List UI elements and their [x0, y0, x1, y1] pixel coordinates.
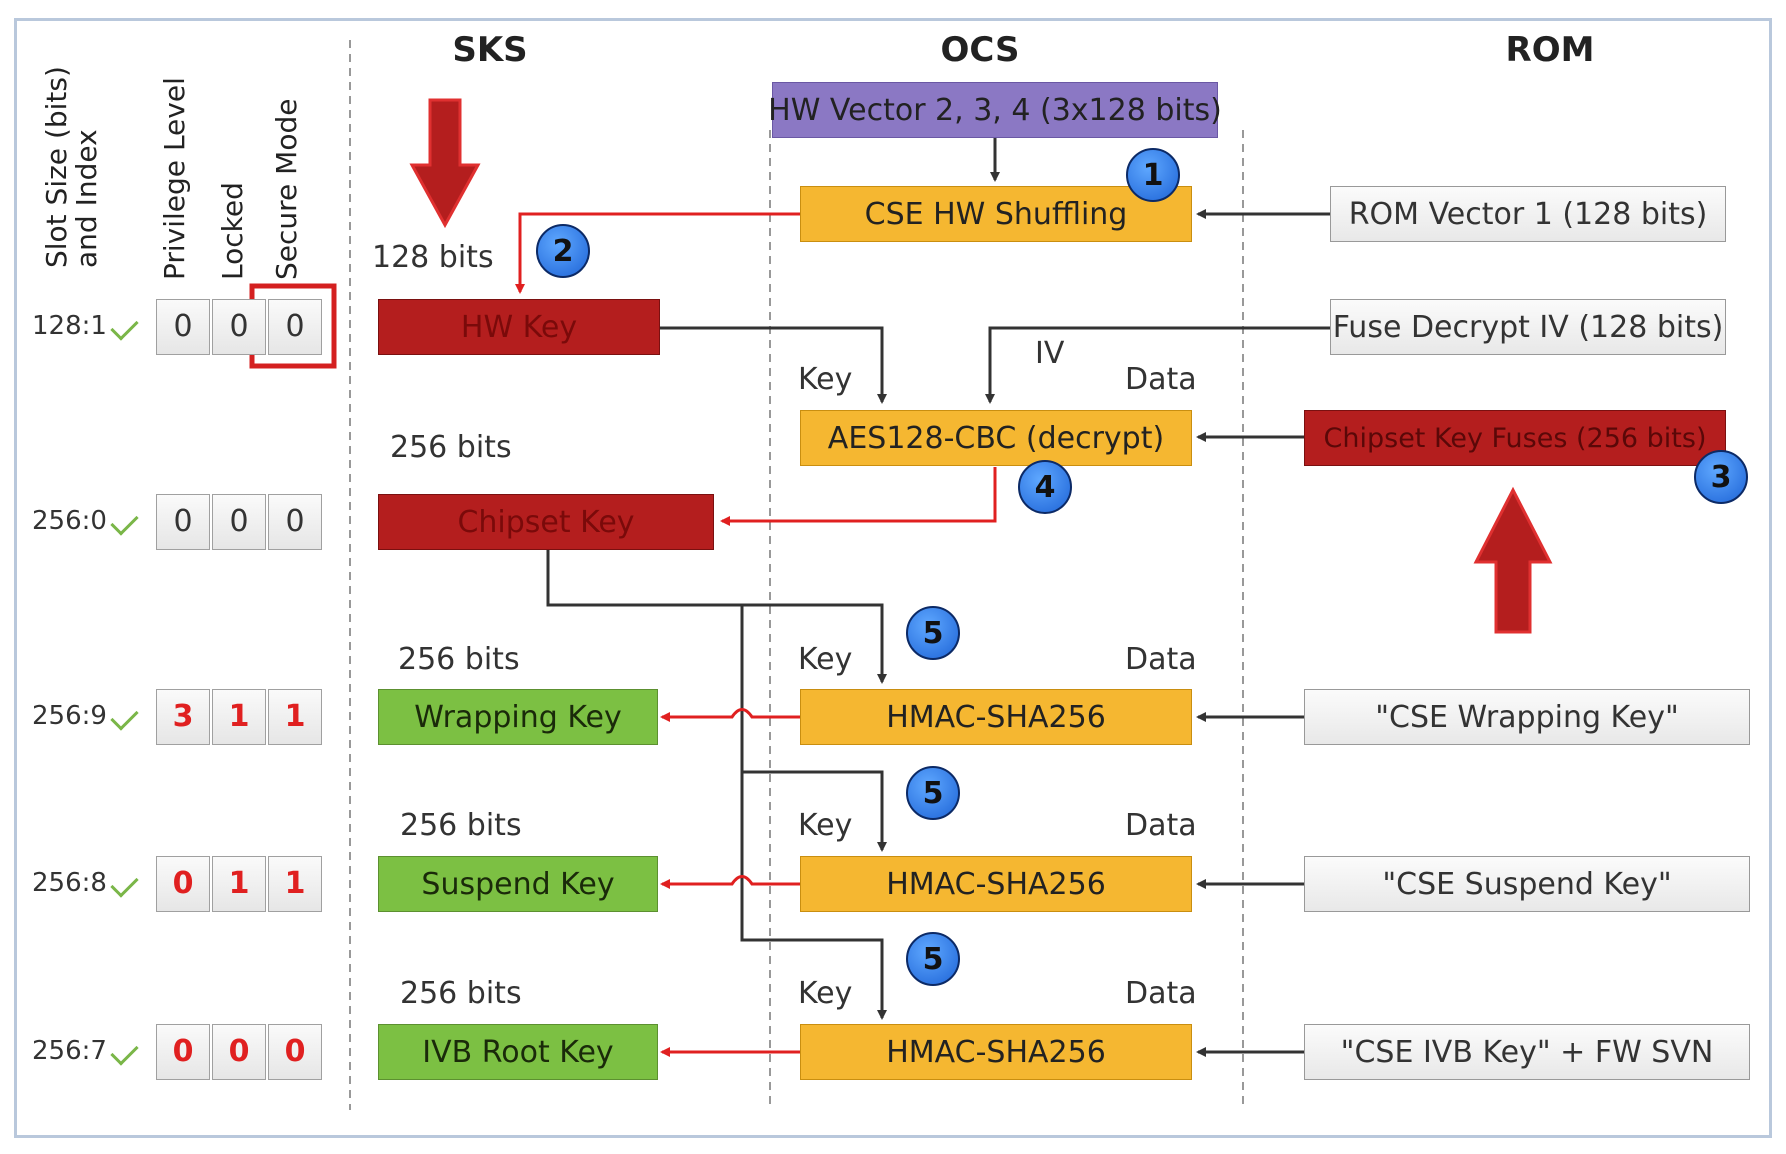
wrapping-key-box: Wrapping Key [378, 689, 658, 745]
secure-mode-cell: 1 [268, 856, 322, 912]
step-badge-4: 4 [1018, 460, 1072, 514]
cse-hw-shuffling-box: CSE HW Shuffling [800, 186, 1192, 242]
header-rom: ROM [1505, 30, 1595, 70]
hmac3-key-label: Key [798, 976, 853, 1011]
locked-cell: 1 [212, 689, 266, 745]
rom-ivb-string-box: "CSE IVB Key" + FW SVN [1304, 1024, 1750, 1080]
step-badge-2: 2 [536, 224, 590, 278]
arrow-hmac-suspend [660, 875, 800, 889]
step-badge-3: 3 [1694, 450, 1748, 504]
hmac-sha256-box-2: HMAC-SHA256 [800, 856, 1192, 912]
secure-mode-cell: 0 [268, 494, 322, 550]
privilege-level-cell: 3 [156, 689, 210, 745]
arrow-chipset-hmac1 [546, 550, 887, 684]
step-badge-5b: 5 [906, 766, 960, 820]
rom-vector-1-box: ROM Vector 1 (128 bits) [1330, 186, 1726, 242]
secure-mode-cell: 0 [268, 1024, 322, 1080]
hmac-sha256-box-1: HMAC-SHA256 [800, 689, 1192, 745]
arrow-chipset-hmac3 [740, 772, 887, 1020]
header-sks: SKS [452, 30, 528, 70]
step-badge-1: 1 [1126, 148, 1180, 202]
step-badge-5a: 5 [906, 606, 960, 660]
chipset-key-fuses-box: Chipset Key Fuses (256 bits) [1304, 410, 1726, 466]
ivb-root-key-size-label: 256 bits [400, 976, 522, 1011]
arrow-shuffling-hwkey [515, 212, 800, 294]
slot-index-label: 256:9 [32, 701, 107, 731]
arrow-aes-chipsetkey [720, 467, 997, 526]
hw-key-size-label: 128 bits [372, 240, 494, 275]
hmac2-data-label: Data [1125, 808, 1197, 843]
header-locked: Locked [216, 182, 249, 280]
hmac2-key-label: Key [798, 808, 853, 843]
hw-vector-box: HW Vector 2, 3, 4 (3x128 bits) [768, 82, 1222, 138]
locked-cell: 0 [212, 1024, 266, 1080]
header-ocs: OCS [940, 30, 1020, 70]
locked-cell: 1 [212, 856, 266, 912]
aes-key-label: Key [798, 362, 853, 397]
suspend-key-size-label: 256 bits [400, 808, 522, 843]
aes-iv-label: IV [1035, 336, 1065, 371]
hmac1-data-label: Data [1125, 642, 1197, 677]
header-secure-mode: Secure Mode [270, 98, 303, 280]
big-down-arrow-icon [409, 98, 481, 229]
suspend-key-box: Suspend Key [378, 856, 658, 912]
hmac1-key-label: Key [798, 642, 853, 677]
privilege-level-cell: 0 [156, 856, 210, 912]
hw-key-box: HW Key [378, 299, 660, 355]
header-slot-size: Slot Size (bits) and Index [40, 66, 103, 268]
chipset-key-box: Chipset Key [378, 494, 714, 550]
arrow-hmac-wrapping [660, 708, 800, 722]
privilege-level-cell: 0 [156, 1024, 210, 1080]
step-badge-5c: 5 [906, 932, 960, 986]
arrow-fuseiv-aes [985, 326, 1330, 404]
locked-cell: 0 [212, 494, 266, 550]
rom-wrapping-string-box: "CSE Wrapping Key" [1304, 689, 1750, 745]
big-up-arrow-icon [1473, 486, 1553, 634]
arrow-hwkey-aes [660, 326, 887, 404]
header-privilege-level: Privilege Level [158, 77, 191, 280]
hmac3-data-label: Data [1125, 976, 1197, 1011]
secure-mode-cell: 0 [268, 299, 322, 355]
slot-index-label: 256:0 [32, 506, 107, 536]
chipset-key-size-label: 256 bits [390, 430, 512, 465]
slot-index-label: 128:1 [32, 311, 107, 341]
ivb-root-key-box: IVB Root Key [378, 1024, 658, 1080]
privilege-level-cell: 0 [156, 299, 210, 355]
wrapping-key-size-label: 256 bits [398, 642, 520, 677]
slot-index-label: 256:8 [32, 868, 107, 898]
slot-index-label: 256:7 [32, 1036, 107, 1066]
hmac-sha256-box-3: HMAC-SHA256 [800, 1024, 1192, 1080]
locked-cell: 0 [212, 299, 266, 355]
aes-decrypt-box: AES128-CBC (decrypt) [800, 410, 1192, 466]
fuse-decrypt-iv-box: Fuse Decrypt IV (128 bits) [1330, 299, 1726, 355]
secure-mode-cell: 1 [268, 689, 322, 745]
rom-suspend-string-box: "CSE Suspend Key" [1304, 856, 1750, 912]
aes-data-label: Data [1125, 362, 1197, 397]
arrow-chipset-hmac2 [740, 605, 887, 852]
privilege-level-cell: 0 [156, 494, 210, 550]
